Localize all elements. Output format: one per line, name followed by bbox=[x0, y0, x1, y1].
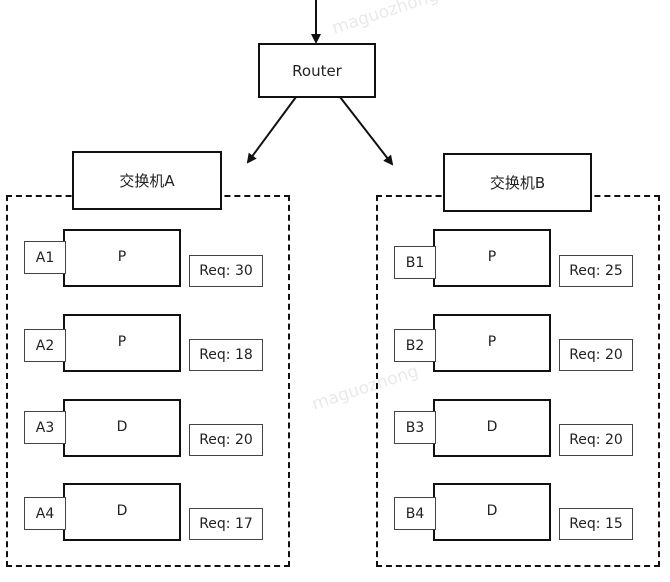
request-badge: Req: 25 bbox=[559, 255, 633, 287]
server-a4: D bbox=[63, 483, 181, 541]
server-role: D bbox=[116, 503, 128, 519]
switch-b-node: 交换机B bbox=[443, 153, 592, 212]
server-id-tag: A4 bbox=[24, 497, 66, 530]
server-id-tag: B4 bbox=[394, 497, 436, 530]
request-count: Req: 17 bbox=[199, 516, 253, 532]
server-id-tag: B1 bbox=[394, 246, 436, 279]
server-id: A3 bbox=[35, 419, 55, 436]
request-badge: Req: 20 bbox=[189, 424, 263, 456]
server-id-tag: B2 bbox=[394, 329, 436, 362]
server-id-tag: A1 bbox=[24, 241, 66, 274]
server-b4: D bbox=[433, 483, 551, 541]
arrow-router-to-switch-b bbox=[339, 96, 394, 166]
arrow-router-to-switch-a bbox=[246, 96, 297, 164]
server-role: D bbox=[116, 419, 128, 435]
server-id: A1 bbox=[35, 249, 55, 266]
request-badge: Req: 20 bbox=[559, 339, 633, 371]
router-label: Router bbox=[292, 61, 342, 80]
server-role: P bbox=[487, 249, 497, 265]
server-a3: D bbox=[63, 399, 181, 457]
switch-b-label: 交换机B bbox=[489, 174, 546, 192]
request-badge: Req: 17 bbox=[189, 508, 263, 540]
server-id-tag: A3 bbox=[24, 411, 66, 444]
request-count: Req: 20 bbox=[569, 347, 623, 363]
server-id: B2 bbox=[405, 337, 425, 354]
switch-a-node: 交换机A bbox=[72, 151, 222, 210]
server-id: A2 bbox=[35, 337, 55, 354]
router-node: Router bbox=[258, 43, 376, 98]
server-b1: P bbox=[433, 229, 551, 287]
request-badge: Req: 15 bbox=[559, 508, 633, 540]
request-count: Req: 30 bbox=[199, 263, 253, 279]
request-badge: Req: 18 bbox=[189, 339, 263, 371]
server-role: D bbox=[486, 503, 498, 519]
request-badge: Req: 30 bbox=[189, 255, 263, 287]
server-b3: D bbox=[433, 399, 551, 457]
server-a2: P bbox=[63, 314, 181, 372]
server-id: A4 bbox=[35, 505, 55, 522]
server-role: D bbox=[486, 419, 498, 435]
switch-a-label: 交换机A bbox=[119, 172, 175, 190]
server-role: P bbox=[117, 249, 127, 265]
server-b2: P bbox=[433, 314, 551, 372]
server-id: B3 bbox=[405, 419, 425, 436]
request-count: Req: 18 bbox=[199, 347, 253, 363]
server-id: B4 bbox=[405, 505, 425, 522]
server-id-tag: A2 bbox=[24, 329, 66, 362]
server-id: B1 bbox=[405, 254, 425, 271]
server-a1: P bbox=[63, 229, 181, 287]
request-count: Req: 20 bbox=[199, 432, 253, 448]
request-count: Req: 25 bbox=[569, 263, 623, 279]
request-count: Req: 15 bbox=[569, 516, 623, 532]
request-badge: Req: 20 bbox=[559, 424, 633, 456]
server-id-tag: B3 bbox=[394, 411, 436, 444]
server-role: P bbox=[117, 334, 127, 350]
server-role: P bbox=[487, 334, 497, 350]
request-count: Req: 20 bbox=[569, 432, 623, 448]
